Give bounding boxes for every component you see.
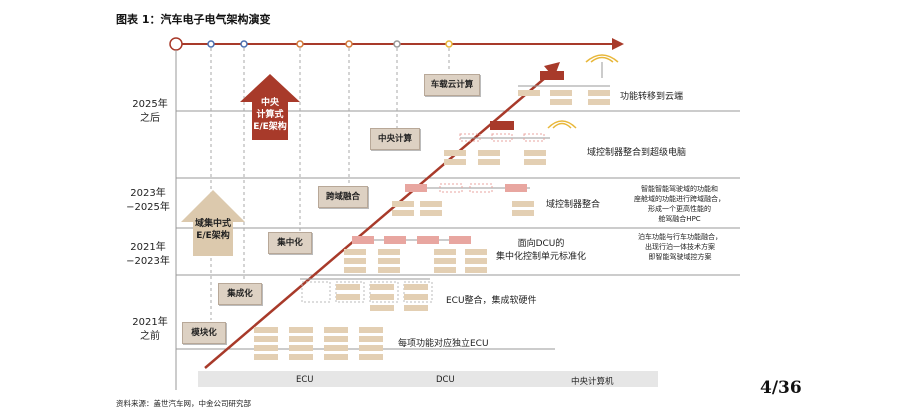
stage-central-compute: 中央计算 <box>370 128 420 150</box>
note-parking-driving: 泊车功能与行车功能融合， 出现行泊一体技术方案 即智能驾驶域控方案 <box>638 233 722 261</box>
legend <box>198 371 658 387</box>
page-number: 4/36 <box>760 378 802 398</box>
year-2021-before: 2021年 之前 <box>132 317 168 342</box>
central-ee-label: 中央 计算式 E/E架构 <box>253 98 287 132</box>
desc-cross-domain: 域控制器整合 <box>546 200 601 210</box>
domain-ee-label: 域集中式 E/E架构 <box>194 219 231 241</box>
central-ee-arrow <box>240 74 300 140</box>
stage-cloud: 车载云计算 <box>424 74 480 96</box>
cloud-group-level6 <box>518 54 619 105</box>
year-2021-2023: 2021年 −2023年 <box>126 242 170 267</box>
timeline-markers <box>207 40 453 48</box>
desc-modular: 每项功能对应独立ECU <box>398 339 489 349</box>
desc-integrated: ECU整合，集成软硬件 <box>446 296 537 306</box>
stage-cross-domain: 跨域融合 <box>318 186 368 208</box>
year-2023-2025: 2023年 −2025年 <box>126 188 170 213</box>
year-2025-after: 2025年 之后 <box>132 99 168 124</box>
figure-title: 图表 1：汽车电子电气架构演变 <box>116 13 271 26</box>
ecu-group-level1 <box>254 327 383 360</box>
legend-ecu-label: ECU <box>296 375 314 385</box>
desc-cloud: 功能转移到云端 <box>620 92 684 102</box>
desc-centralized: 面向DCU的 集中化控制单元标准化 <box>496 239 587 262</box>
legend-dcu-label: DCU <box>436 375 455 385</box>
central-group-level5 <box>444 120 577 165</box>
desc-central-compute: 域控制器整合到超级电脑 <box>587 148 687 158</box>
stage-centralized: 集中化 <box>268 232 312 254</box>
domain-ee-arrow <box>181 190 245 256</box>
timeline-start-dot <box>169 37 183 51</box>
timeline-arrowhead <box>612 38 624 50</box>
source-note: 资料来源：盖世汽车网，中金公司研究部 <box>116 399 251 408</box>
stage-integrated: 集成化 <box>218 283 262 305</box>
note-cockpit-fusion: 智能智能驾驶域的功能和 座舱域的功能进行跨域融合， 形成一个更高性能的 舱驾融合… <box>634 185 725 223</box>
dcu-group-level3 <box>344 236 487 273</box>
dashed-guides <box>210 48 450 320</box>
ecu-group-level2 <box>300 278 433 311</box>
legend-central-label: 中央计算机 <box>571 377 614 387</box>
domain-group-level4 <box>392 183 534 216</box>
stage-modular: 模块化 <box>182 322 226 344</box>
